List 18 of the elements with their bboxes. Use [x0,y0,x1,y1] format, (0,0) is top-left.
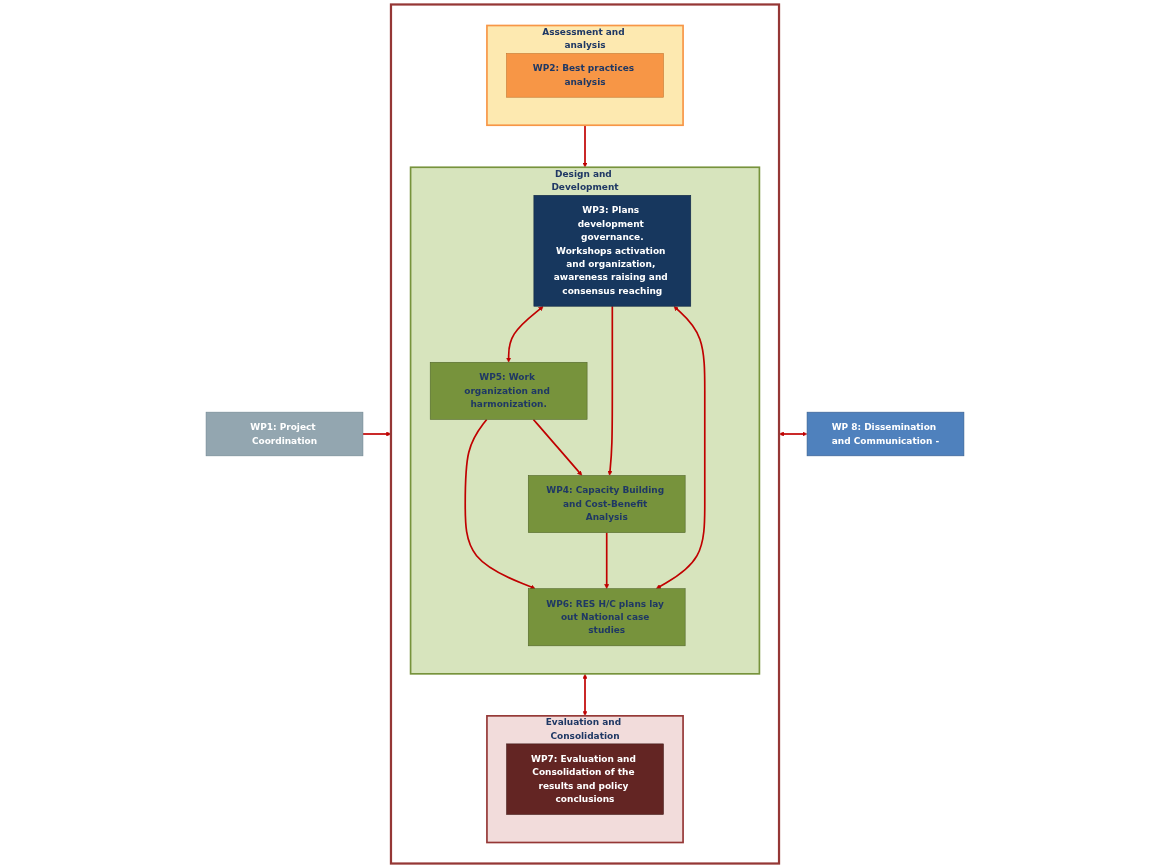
arrow [656,306,706,589]
node-box: WP5: Work organization and harmonization. [429,362,588,420]
node-box: WP 8: Dissemination and Communication - [806,411,965,457]
arrow [582,673,588,717]
node-box: WP7: Evaluation and Consolidation of the results and policy conclusions [506,743,664,815]
node-box: WP3: Plans development governance. Workshops activation and organization, awareness raising and consensus reaching [533,195,692,307]
node-box: WP4: Capacity Building and Cost-Benefit Analysis [528,475,686,533]
arrow [604,531,610,589]
arrow [779,431,808,437]
arrow [506,306,544,363]
arrow [532,418,583,476]
arrow [464,418,536,590]
node-box: WP1: Project Coordination [205,411,364,457]
arrow [582,124,588,168]
node-box: WP2: Best practices analysis [506,53,664,98]
cluster [389,3,781,865]
node-box: WP6: RES H/C plans lay out National case studies [528,588,686,647]
arrow [607,305,614,476]
